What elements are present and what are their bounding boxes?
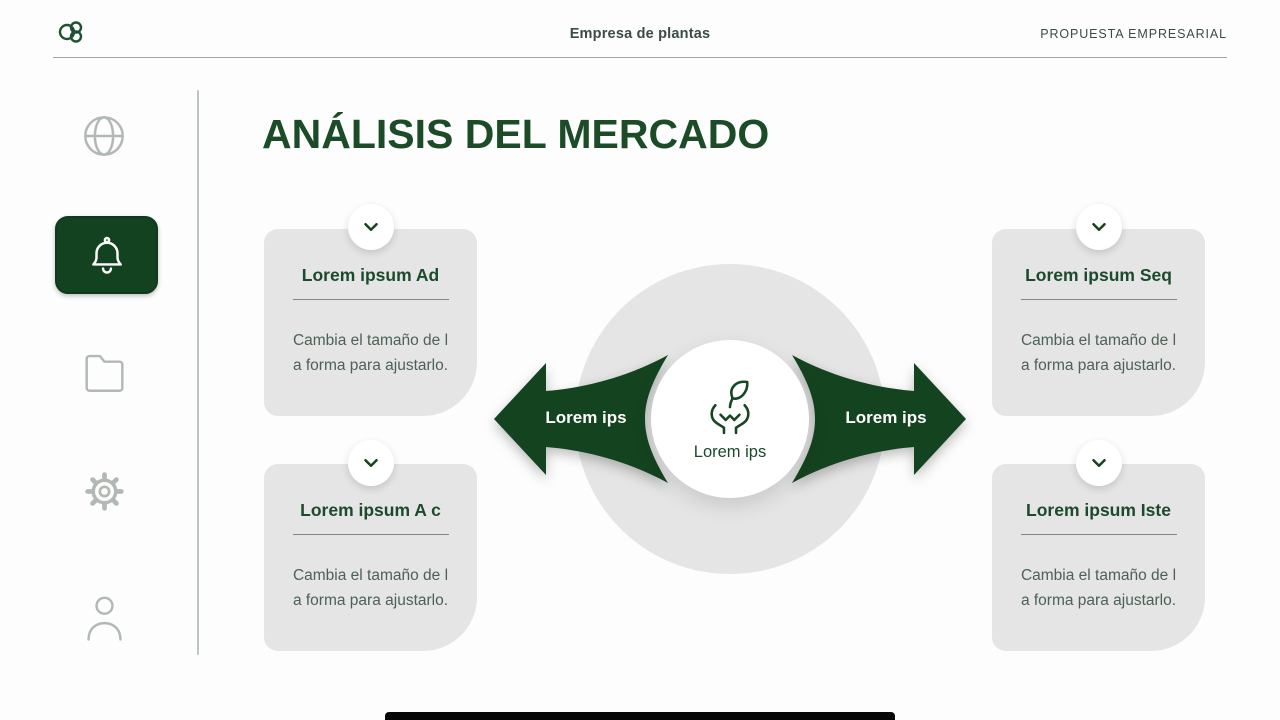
sidebar-item-notifications-active[interactable] <box>55 216 158 294</box>
sidebar-item-explore[interactable] <box>81 113 127 159</box>
home-indicator <box>385 712 895 720</box>
card-expander-button[interactable] <box>1076 440 1122 486</box>
chevron-down-icon <box>360 216 382 238</box>
right-arrow <box>787 351 972 487</box>
info-card-bottom-left: Lorem ipsum A c Cambia el tamaño de l a … <box>264 464 477 651</box>
card-title: Lorem ipsum Iste <box>1026 500 1171 520</box>
card-body: Cambia el tamaño de l a forma para ajust… <box>1020 332 1177 374</box>
card-body: Cambia el tamaño de l a forma para ajust… <box>292 567 449 609</box>
folder-icon <box>82 351 127 393</box>
sidebar-divider <box>197 90 199 655</box>
card-title: Lorem ipsum A c <box>300 500 441 520</box>
sidebar-item-profile[interactable] <box>82 592 127 642</box>
chevron-down-icon <box>360 452 382 474</box>
diagram-center-circle: Lorem ips <box>651 340 809 498</box>
card-expander-button[interactable] <box>348 204 394 250</box>
gear-icon <box>80 467 129 516</box>
card-title: Lorem ipsum Ad <box>301 265 440 285</box>
card-expander-button[interactable] <box>348 440 394 486</box>
user-icon <box>82 592 127 642</box>
info-card-bottom-right: Lorem ipsum Iste Cambia el tamaño de l a… <box>992 464 1205 651</box>
hands-holding-leaf-icon <box>699 376 761 438</box>
header-divider <box>53 57 1227 58</box>
chevron-down-icon <box>1088 452 1110 474</box>
info-card-top-left: Lorem ipsum Ad Cambia el tamaño de l a f… <box>264 229 477 416</box>
document-title: Empresa de plantas <box>569 26 711 42</box>
info-card-top-right: Lorem ipsum Seq Cambia el tamaño de l a … <box>992 229 1205 416</box>
card-title: Lorem ipsum Seq <box>1025 265 1172 285</box>
card-divider <box>1020 534 1177 535</box>
sidebar-item-settings[interactable] <box>80 467 129 516</box>
center-circle-label: Lorem ips <box>693 443 767 461</box>
page-title: ANÁLISIS DEL MERCADO <box>262 111 770 157</box>
card-divider <box>1020 299 1177 300</box>
card-expander-button[interactable] <box>1076 204 1122 250</box>
globe-icon <box>81 113 127 159</box>
card-divider <box>292 299 449 300</box>
trefoil-circles-logo <box>56 17 86 47</box>
sidebar-item-files[interactable] <box>82 351 127 393</box>
bell-icon <box>86 234 128 276</box>
card-divider <box>292 534 449 535</box>
section-label: PROPUESTA EMPRESARIAL <box>1040 27 1227 41</box>
right-arrow-label: Lorem ips <box>845 408 927 427</box>
card-body: Cambia el tamaño de l a forma para ajust… <box>292 332 449 374</box>
left-arrow-label: Lorem ips <box>545 408 627 427</box>
card-body: Cambia el tamaño de l a forma para ajust… <box>1020 567 1177 609</box>
chevron-down-icon <box>1088 216 1110 238</box>
left-arrow <box>488 351 673 487</box>
